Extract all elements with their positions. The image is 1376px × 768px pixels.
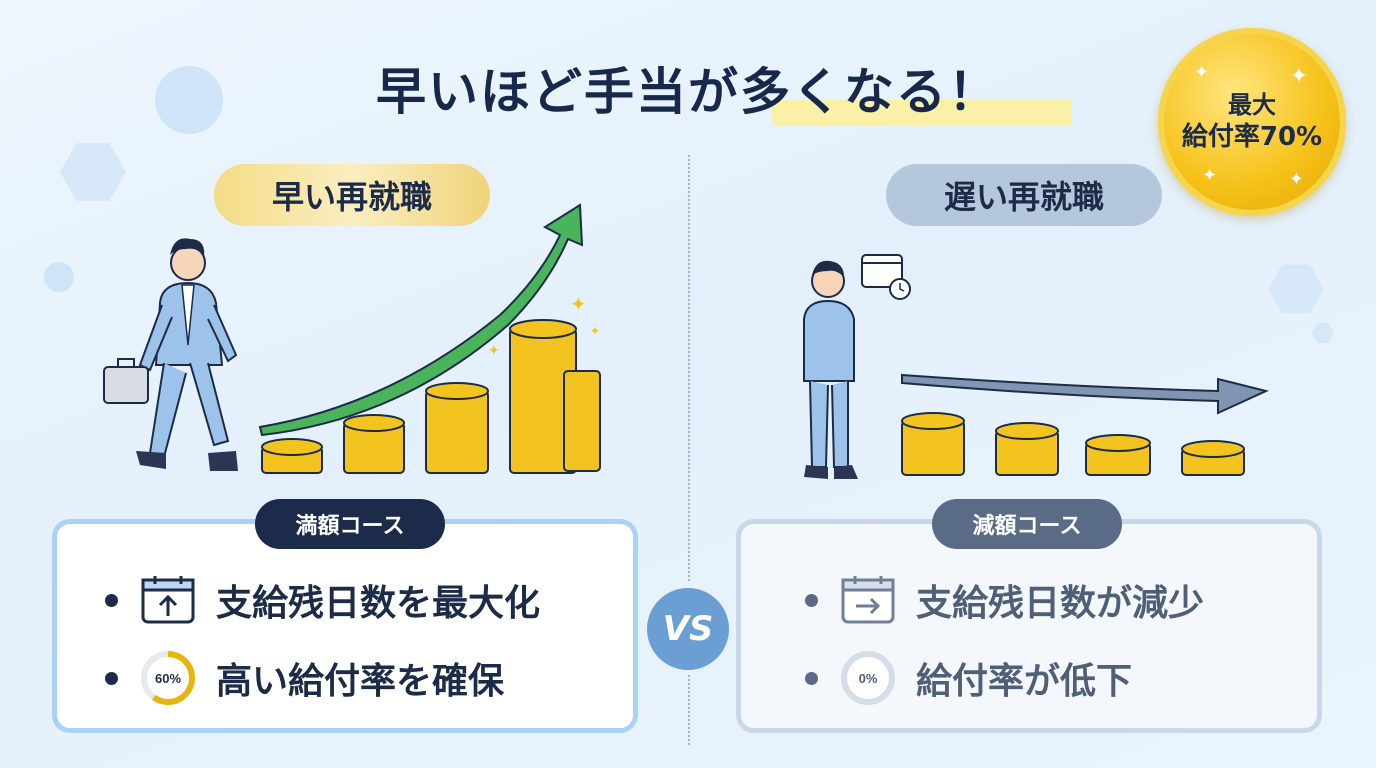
walking-businessman-icon — [103, 238, 238, 471]
sparkle-icon: ✦ — [488, 343, 500, 359]
list-item-text: 支給残日数を最大化 — [216, 583, 541, 624]
full-amount-course-label: 満額コース — [255, 499, 445, 549]
decor-hexagon — [60, 143, 126, 201]
coin-stack-medium — [343, 414, 405, 474]
flat-arrow-icon — [901, 373, 1270, 415]
vs-badge: VS — [642, 583, 734, 675]
list-item: 60% 高い給付率を確保 — [105, 650, 504, 706]
coin-stack-tallest — [509, 319, 601, 474]
sparkle-icon: ✦ — [570, 292, 587, 316]
full-amount-course-card: 支給残日数を最大化 60% 高い給付率を確保 — [52, 519, 638, 733]
bullet-dot — [105, 671, 118, 685]
percent-ring-icon: 60% — [141, 651, 195, 705]
percent-ring-icon: 0% — [841, 651, 895, 705]
decor-hexagon — [1268, 264, 1324, 314]
reduced-course-label: 減額コース — [932, 499, 1122, 549]
list-item-text: 給付率が低下 — [916, 661, 1133, 702]
sparkle-icon: ✦ — [590, 324, 600, 338]
bullet-dot — [105, 593, 118, 607]
sparkle-icon: ✦ — [1194, 62, 1210, 83]
list-item: 支給残日数を最大化 — [105, 574, 540, 626]
badge-line-2: 給付率70% — [1181, 122, 1323, 152]
bullet-dot — [805, 671, 818, 685]
coin-stack — [901, 412, 965, 476]
sparkle-icon: ✦ — [1289, 64, 1308, 89]
page-title: 早いほど手当が多くなる！ — [376, 63, 1000, 121]
coin-stack — [1181, 440, 1245, 476]
late-illustration — [803, 254, 1270, 479]
badge-line-1: 最大 — [1228, 91, 1276, 119]
growth-arrow-icon — [258, 203, 584, 437]
coin-stack — [995, 422, 1059, 476]
max-rate-badge: ✦ ✦ ✦ ✦ 最大 給付率70% — [1158, 28, 1346, 216]
ring-label: 0% — [859, 671, 878, 686]
coin-stack-small — [261, 438, 323, 474]
list-item: 0% 給付率が低下 — [805, 650, 1132, 706]
early-illustration: ✦ ✦ ✦ — [103, 203, 601, 474]
decor-circle-small — [44, 262, 74, 292]
sparkle-icon: ✦ — [1288, 169, 1304, 190]
thinking-businessman-icon — [803, 260, 858, 479]
decor-hexagon — [1312, 323, 1334, 343]
ring-label: 60% — [155, 671, 181, 686]
reduced-course-card: 支給残日数が減少 0% 給付率が低下 — [736, 519, 1322, 733]
calendar-clock-icon — [861, 254, 911, 300]
calendar-up-icon — [141, 576, 195, 624]
bullet-dot — [805, 593, 818, 607]
list-item-text: 高い給付率を確保 — [216, 661, 505, 702]
decor-circle-large — [155, 66, 223, 134]
title-highlight — [772, 100, 1072, 126]
calendar-right-icon — [841, 576, 895, 624]
late-reemployment-heading: 遅い再就職 — [886, 164, 1162, 226]
early-reemployment-heading: 早い再就職 — [214, 164, 490, 226]
sparkle-icon: ✦ — [1202, 165, 1218, 186]
list-item: 支給残日数が減少 — [805, 574, 1204, 626]
list-item-text: 支給残日数が減少 — [916, 583, 1205, 624]
coin-stack-large — [425, 382, 489, 474]
coin-stack — [1085, 434, 1151, 476]
center-divider — [688, 155, 690, 745]
